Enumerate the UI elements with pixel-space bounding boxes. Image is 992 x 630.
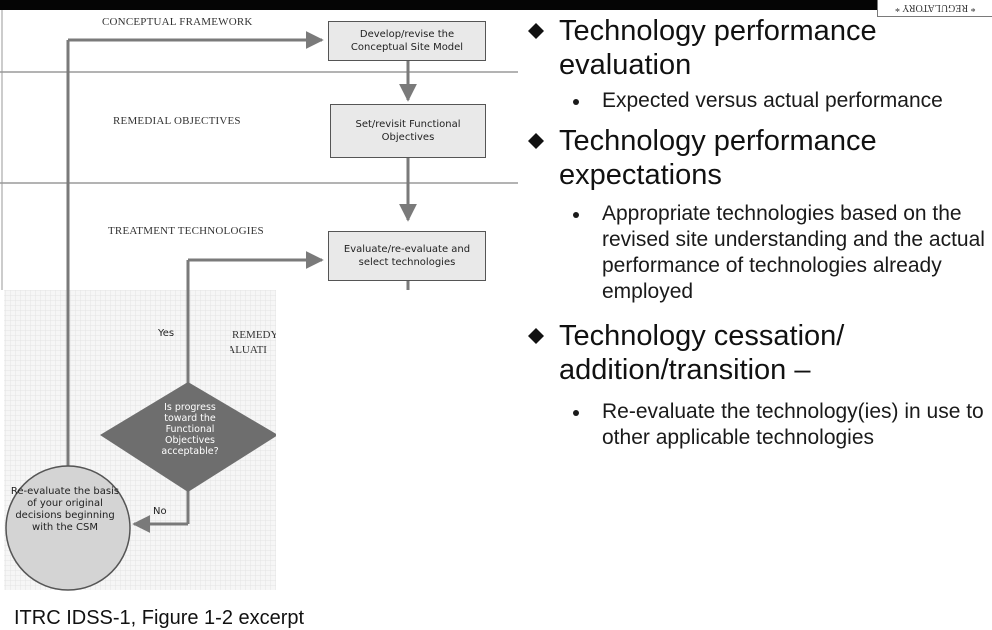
sub-bullet-text: Expected versus actual performance: [602, 89, 943, 112]
logo-badge: * REGULATORY *: [877, 0, 992, 17]
diamond-bullet-icon: [528, 133, 544, 149]
dot-bullet-icon: [573, 410, 579, 416]
figure-caption: ITRC IDSS-1, Figure 1-2 excerpt: [14, 607, 305, 629]
decision-text: Is progress toward the Functional Object…: [161, 402, 219, 457]
bullet-title: Technology performance expectations: [559, 125, 877, 191]
lane-label-remedial: REMEDIAL OBJECTIVES: [113, 115, 241, 127]
bullet-title: Technology performance evaluation: [559, 15, 877, 81]
flowchart-graphics: [0, 10, 520, 627]
lane-label-remedy-line2: EVALUATI: [230, 344, 267, 356]
diamond-bullet-icon: [528, 328, 544, 344]
sub-bullet: Expected versus actual performance: [527, 88, 987, 114]
sub-bullet-text: Re-evaluate the technology(ies) in use t…: [602, 400, 984, 449]
bullet-title: Technology cessation/ addition/transitio…: [559, 320, 845, 386]
yes-label: Yes: [158, 328, 175, 339]
lane-label-treatment: TREATMENT TECHNOLOGIES: [108, 225, 264, 237]
lane-label-remedy: REMEDY EVALUATI: [230, 328, 276, 358]
dot-bullet-icon: [573, 99, 579, 105]
flowchart-excerpt: CONCEPTUAL FRAMEWORK REMEDIAL OBJECTIVES…: [0, 10, 520, 629]
diamond-bullet-icon: [528, 23, 544, 39]
box-develop-csm: Develop/revise the Conceptual Site Model: [328, 21, 486, 61]
lane-label-conceptual: CONCEPTUAL FRAMEWORK: [102, 16, 253, 28]
no-label: No: [153, 506, 167, 517]
dot-bullet-icon: [573, 212, 579, 218]
top-bar: [0, 0, 880, 10]
bullet-performance-evaluation: Technology performance evaluation: [527, 14, 987, 82]
sub-bullet: Re-evaluate the technology(ies) in use t…: [527, 399, 987, 451]
decision-diamond: [100, 382, 278, 492]
box-select-technologies: Evaluate/re-evaluate and select technolo…: [328, 231, 486, 281]
lane-label-remedy-line1: REMEDY: [232, 329, 276, 341]
bullet-cessation: Technology cessation/ addition/transitio…: [527, 319, 987, 387]
sub-bullet: Appropriate technologies based on the re…: [527, 201, 987, 305]
bullet-list: Technology performance evaluation Expect…: [527, 10, 987, 451]
reevaluate-text: Re-evaluate the basis of your original d…: [10, 486, 120, 533]
bullet-performance-expectations: Technology performance expectations: [527, 124, 987, 192]
reevaluate-circle: [5, 465, 131, 591]
sub-bullet-text: Appropriate technologies based on the re…: [602, 202, 985, 303]
box-functional-objectives: Set/revisit Functional Objectives: [330, 104, 486, 158]
